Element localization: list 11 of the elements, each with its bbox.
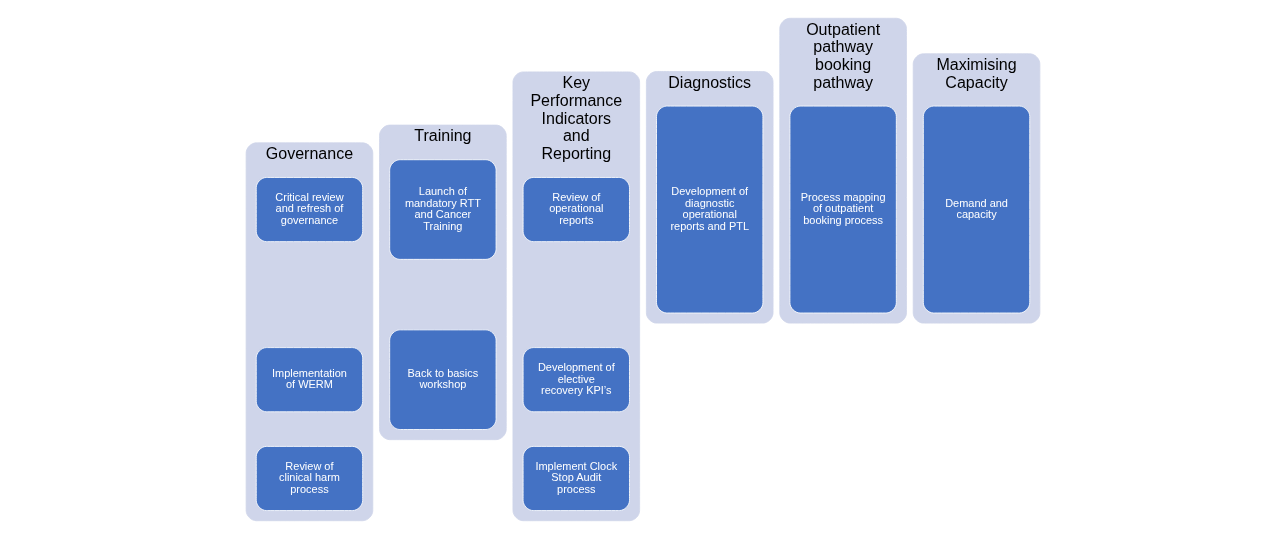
node-box: Review of operational reports bbox=[522, 177, 630, 243]
node-box: Critical review and refresh of governance bbox=[255, 177, 364, 243]
node-box: Launch of mandatory RTT and Cancer Training bbox=[389, 159, 497, 260]
node-box: Demand and capacity bbox=[922, 105, 1031, 314]
node-box: Process mapping of outpatient booking process bbox=[789, 105, 897, 314]
node-box: Implementation of WERM bbox=[255, 347, 364, 413]
node-box: Review of clinical harm process bbox=[255, 445, 364, 511]
node-box: Development of elective recovery KPI’s bbox=[522, 347, 630, 413]
node-box: Back to basics workshop bbox=[389, 329, 497, 430]
node-box: Implement Clock Stop Audit process bbox=[522, 445, 630, 511]
node-box: Development of diagnostic operational reports and PTL bbox=[656, 105, 764, 314]
